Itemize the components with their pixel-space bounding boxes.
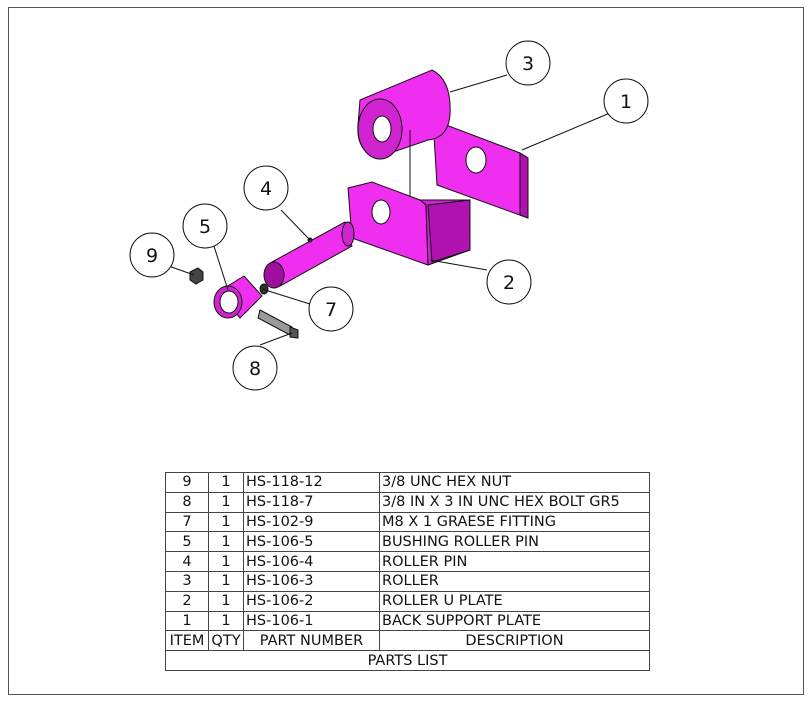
- cell-item: 8: [165, 491, 209, 513]
- back-support-plate: [432, 119, 529, 219]
- balloon-1: 1: [603, 78, 649, 124]
- drawing-sheet-border: [8, 7, 804, 695]
- cell-item: 9: [165, 472, 209, 493]
- balloon-3: 3: [505, 40, 551, 86]
- hex-nut: [189, 267, 204, 285]
- roller-pin: [263, 221, 355, 289]
- balloon-4: 4: [243, 165, 289, 211]
- grease-fitting: [259, 283, 269, 295]
- cell-qty: 1: [208, 491, 244, 513]
- cell-qty: 1: [208, 511, 244, 533]
- cell-qty: 1: [208, 610, 244, 632]
- parts-list-title-row: PARTS LIST: [165, 650, 650, 671]
- cell-part-number: HS-118-12: [243, 472, 380, 493]
- cell-item: 3: [165, 570, 209, 592]
- header-description: DESCRIPTION: [379, 630, 650, 652]
- svg-text:5: 5: [199, 216, 211, 238]
- svg-text:1: 1: [620, 91, 632, 113]
- cell-qty: 1: [208, 551, 244, 572]
- cell-part-number: HS-118-7: [243, 491, 380, 513]
- cell-description: M8 X 1 GRAESE FITTING: [379, 511, 650, 533]
- balloon-7: 7: [308, 286, 354, 332]
- cell-description: ROLLER: [379, 570, 650, 592]
- balloon-2: 2: [486, 259, 532, 305]
- cell-description: ROLLER PIN: [379, 551, 650, 572]
- header-qty: QTY: [208, 630, 244, 652]
- svg-text:2: 2: [503, 272, 515, 294]
- cell-part-number: HS-106-4: [243, 551, 380, 572]
- balloon-8: 8: [232, 345, 278, 391]
- parts-list-title: PARTS LIST: [165, 650, 650, 671]
- balloon-9: 9: [129, 232, 175, 278]
- cell-item: 1: [165, 610, 209, 632]
- cell-qty: 1: [208, 531, 244, 553]
- roller: [357, 69, 451, 160]
- cell-description: BACK SUPPORT PLATE: [379, 610, 650, 632]
- cell-part-number: HS-106-2: [243, 590, 380, 612]
- cell-qty: 1: [208, 570, 244, 592]
- cell-part-number: HS-106-3: [243, 570, 380, 592]
- cell-item: 2: [165, 590, 209, 612]
- cell-qty: 1: [208, 590, 244, 612]
- cell-part-number: HS-106-5: [243, 531, 380, 553]
- cell-description: BUSHING ROLLER PIN: [379, 531, 650, 553]
- cell-description: 3/8 IN X 3 IN UNC HEX BOLT GR5: [379, 491, 650, 513]
- roller-u-plate: [347, 181, 471, 266]
- cell-qty: 1: [208, 472, 244, 493]
- cell-description: 3/8 UNC HEX NUT: [379, 472, 650, 493]
- cell-part-number: HS-106-1: [243, 610, 380, 632]
- hex-bolt: [257, 309, 299, 339]
- svg-text:3: 3: [522, 53, 534, 75]
- cell-description: ROLLER U PLATE: [379, 590, 650, 612]
- cell-part-number: HS-102-9: [243, 511, 380, 533]
- cell-item: 4: [165, 551, 209, 572]
- bushing-roller-pin: [213, 275, 263, 319]
- svg-text:4: 4: [260, 178, 272, 200]
- cell-item: 5: [165, 531, 209, 553]
- svg-text:8: 8: [249, 358, 261, 380]
- parts-list-header-row: ITEM QTY PART NUMBER DESCRIPTION: [165, 630, 650, 652]
- header-part-number: PART NUMBER: [243, 630, 380, 652]
- svg-text:7: 7: [325, 299, 337, 321]
- cell-item: 7: [165, 511, 209, 533]
- svg-text:9: 9: [146, 245, 158, 267]
- leader-lines: [162, 74, 611, 346]
- header-item: ITEM: [165, 630, 209, 652]
- balloon-5: 5: [182, 203, 228, 249]
